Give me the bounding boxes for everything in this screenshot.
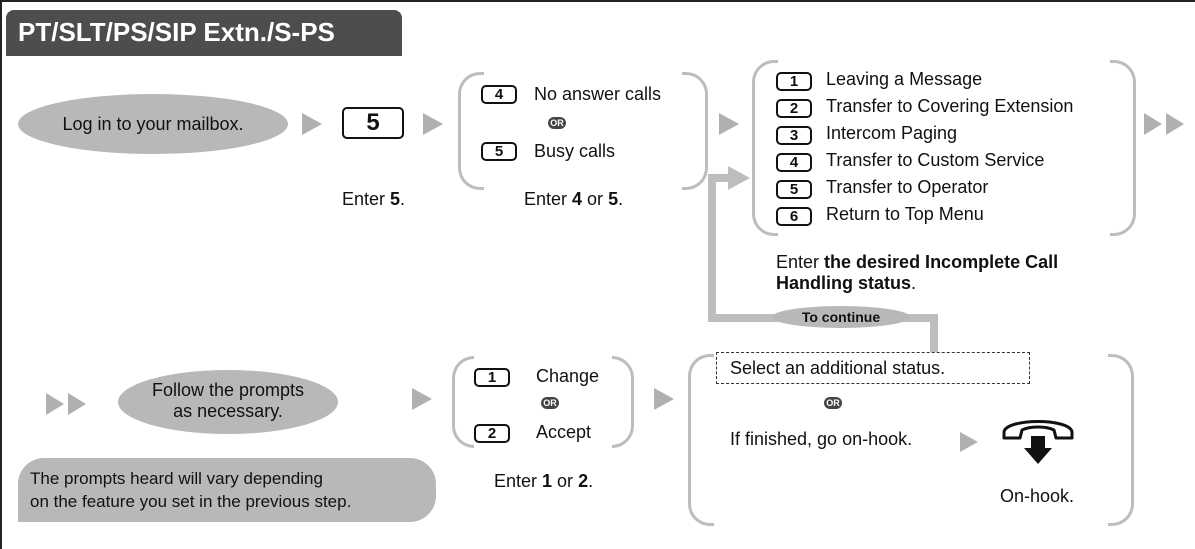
select-additional-box: [716, 352, 1030, 384]
status-leaving-message: Leaving a Message: [826, 69, 983, 89]
call-type-no-answer: No answer calls: [534, 84, 662, 104]
status-left-bracket: [752, 60, 778, 236]
status-key-4: 4: [776, 153, 812, 172]
loop-connector: [708, 174, 938, 352]
status-key-1: 1: [776, 72, 812, 91]
choice-caption: Enter 1 or 2.: [494, 471, 594, 491]
double-arrow-icon: [46, 393, 64, 415]
prompt-note-bubble: The prompts heard will vary depending on…: [18, 458, 436, 522]
or-badge: OR: [541, 397, 559, 409]
if-finished-text: If finished, go on-hook.: [730, 429, 913, 449]
finish-left-bracket: [688, 354, 714, 526]
choice-key-1: 1: [474, 368, 510, 387]
arrow-right-icon: [719, 113, 739, 135]
arrow-right-icon: [654, 388, 674, 410]
choice-change: Change: [536, 366, 600, 386]
arrow-right-icon: [412, 388, 432, 410]
call-type-key-4: 4: [481, 85, 517, 104]
or-badge: OR: [548, 117, 566, 129]
on-hook-label: On-hook.: [1000, 486, 1075, 506]
arrow-right-icon: [960, 432, 978, 452]
choice-left-bracket: [452, 356, 474, 448]
arrow-right-icon: [302, 113, 322, 135]
choice-right-bracket: [612, 356, 634, 448]
status-key-2: 2: [776, 99, 812, 118]
call-types-right-bracket: [682, 72, 708, 190]
step-caption: Enter 5.: [342, 189, 406, 209]
to-continue-label: To continue: [772, 306, 910, 328]
choice-accept: Accept: [536, 422, 592, 442]
status-return-top: Return to Top Menu: [826, 204, 984, 224]
choice-key-2: 2: [474, 424, 510, 443]
status-transfer-custom: Transfer to Custom Service: [826, 150, 1045, 170]
call-type-key-5: 5: [481, 142, 517, 161]
prompt-note-line2: on the feature you set in the previous s…: [30, 492, 352, 511]
select-additional-text: Select an additional status.: [730, 358, 946, 378]
finish-right-bracket: [1108, 354, 1134, 526]
prompt-note-line1: The prompts heard will vary depending: [30, 469, 323, 488]
status-key-6: 6: [776, 207, 812, 226]
call-type-busy: Busy calls: [534, 141, 616, 161]
status-intercom-paging: Intercom Paging: [826, 123, 958, 143]
prompt-bubble-line1: Follow the prompts: [151, 380, 305, 400]
status-transfer-operator: Transfer to Operator: [826, 177, 989, 197]
double-arrow-icon: [68, 393, 86, 415]
status-transfer-covering: Transfer to Covering Extension: [826, 96, 1074, 116]
login-bubble-text: Log in to your mailbox.: [62, 114, 244, 134]
login-bubble: Log in to your mailbox.: [18, 94, 288, 154]
arrow-right-icon: [423, 113, 443, 135]
loop-arrowhead: [728, 166, 750, 190]
or-badge: OR: [824, 397, 842, 409]
double-arrow-icon: [1144, 113, 1162, 135]
status-caption: Enter the desired Incomplete Call Handli…: [776, 252, 1059, 293]
status-right-bracket: [1110, 60, 1136, 236]
double-arrow-icon: [1166, 113, 1184, 135]
on-hook-handset-icon: [1002, 420, 1074, 464]
step-key-5: 5: [342, 107, 404, 139]
prompt-bubble-line2: as necessary.: [173, 401, 283, 421]
header-tab: PT/SLT/PS/SIP Extn./S-PS: [6, 10, 402, 56]
status-key-3: 3: [776, 126, 812, 145]
call-types-caption: Enter 4 or 5.: [524, 189, 624, 209]
status-key-5: 5: [776, 180, 812, 199]
prompt-bubble: Follow the prompts as necessary.: [118, 370, 338, 434]
header-title: PT/SLT/PS/SIP Extn./S-PS: [18, 17, 335, 47]
